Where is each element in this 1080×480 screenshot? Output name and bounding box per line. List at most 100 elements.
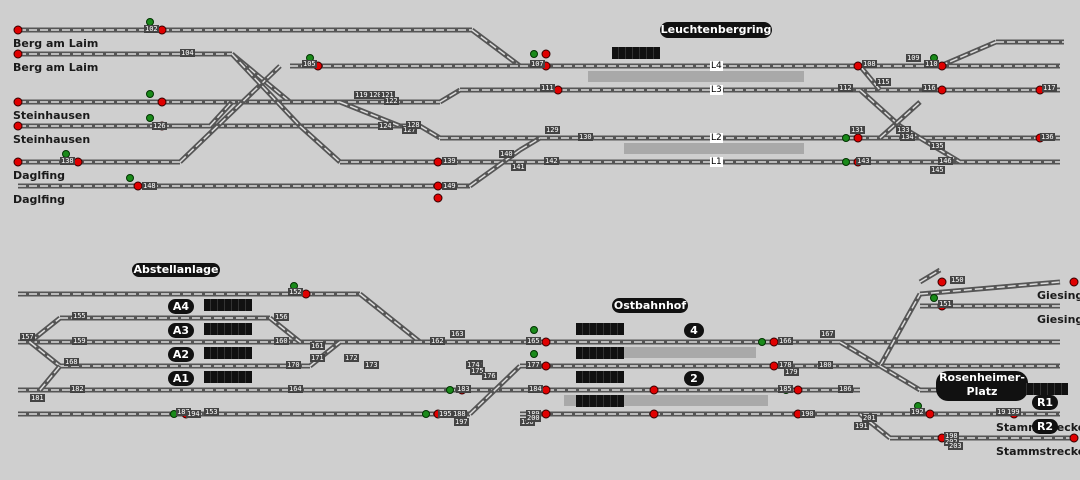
signal-number: 181 bbox=[30, 394, 45, 402]
signal-icon[interactable] bbox=[541, 49, 551, 59]
track-label-l4: L4 bbox=[710, 61, 723, 71]
track-segment-dash bbox=[29, 317, 61, 343]
track-label-ost-4: 4 bbox=[684, 323, 704, 338]
block-counter bbox=[576, 371, 624, 383]
block-counter bbox=[204, 299, 252, 311]
signal-number: 155 bbox=[72, 312, 87, 320]
track-segment-dash bbox=[919, 269, 941, 283]
signal-number: 136 bbox=[1040, 133, 1055, 141]
signal-icon[interactable] bbox=[133, 181, 143, 191]
signal-icon[interactable] bbox=[73, 157, 83, 167]
signal-icon[interactable] bbox=[937, 61, 947, 71]
signal-number: 120 bbox=[368, 91, 383, 99]
platform-l2 bbox=[624, 143, 804, 154]
signal-number: 166 bbox=[778, 337, 793, 345]
signal-icon[interactable] bbox=[146, 90, 154, 98]
signal-icon[interactable] bbox=[930, 294, 938, 302]
signal-number: 185 bbox=[778, 385, 793, 393]
signal-number: 179 bbox=[784, 368, 799, 376]
signal-number: 145 bbox=[930, 166, 945, 174]
signal-icon[interactable] bbox=[925, 409, 935, 419]
signal-icon[interactable] bbox=[842, 134, 850, 142]
signal-icon[interactable] bbox=[433, 193, 443, 203]
signal-icon[interactable] bbox=[446, 386, 454, 394]
station-label-abstellanlage: Abstellanlage bbox=[132, 263, 220, 277]
signal-icon[interactable] bbox=[769, 361, 779, 371]
track-segment-dash bbox=[879, 365, 921, 391]
signal-icon[interactable] bbox=[541, 361, 551, 371]
right-label-giesing-1: Giesing bbox=[1037, 289, 1080, 302]
signal-icon[interactable] bbox=[13, 25, 23, 35]
signal-number: 124 bbox=[378, 122, 393, 130]
signal-icon[interactable] bbox=[530, 50, 538, 58]
station-label-leuchtenbergring: Leuchtenbergring bbox=[660, 22, 772, 38]
signal-number: 165 bbox=[526, 337, 541, 345]
track-segment-dash bbox=[471, 29, 521, 67]
signal-number: 112 bbox=[838, 84, 853, 92]
signal-number: 143 bbox=[856, 157, 871, 165]
signal-number: 184 bbox=[528, 385, 543, 393]
signal-number: 142 bbox=[544, 157, 559, 165]
signal-icon[interactable] bbox=[433, 181, 443, 191]
track-label-a4: A4 bbox=[168, 299, 194, 314]
signal-icon[interactable] bbox=[146, 114, 154, 122]
signal-icon[interactable] bbox=[126, 174, 134, 182]
signal-number: 151 bbox=[938, 300, 953, 308]
track-segment-dash bbox=[859, 89, 901, 127]
signal-icon[interactable] bbox=[842, 158, 850, 166]
signal-icon[interactable] bbox=[769, 337, 779, 347]
signal-icon[interactable] bbox=[649, 385, 659, 395]
signal-icon[interactable] bbox=[541, 337, 551, 347]
signal-icon[interactable] bbox=[157, 25, 167, 35]
signal-icon[interactable] bbox=[649, 409, 659, 419]
signal-number: 194 bbox=[186, 410, 201, 418]
signal-icon[interactable] bbox=[13, 121, 23, 131]
signal-number: 196 bbox=[520, 418, 535, 426]
signal-icon[interactable] bbox=[1069, 433, 1079, 443]
signal-number: 167 bbox=[820, 330, 835, 338]
signal-number: 135 bbox=[930, 142, 945, 150]
signal-icon[interactable] bbox=[433, 157, 443, 167]
signal-icon[interactable] bbox=[530, 326, 538, 334]
signal-icon[interactable] bbox=[422, 410, 430, 418]
track-segment-dash bbox=[419, 125, 441, 139]
block-counter bbox=[576, 395, 624, 407]
track-segment-dash bbox=[359, 293, 421, 343]
signal-icon[interactable] bbox=[13, 97, 23, 107]
signal-number: 163 bbox=[450, 330, 465, 338]
track-segment-dash bbox=[231, 53, 301, 127]
track-segment-dash bbox=[879, 293, 921, 367]
track-segment-dash bbox=[209, 101, 233, 127]
left-label-steinhausen-1: Steinhausen bbox=[13, 109, 91, 122]
signal-icon[interactable] bbox=[530, 350, 538, 358]
signal-icon[interactable] bbox=[157, 97, 167, 107]
signal-number: 126 bbox=[152, 122, 167, 130]
signal-icon[interactable] bbox=[553, 85, 563, 95]
signal-icon[interactable] bbox=[1069, 277, 1079, 287]
signal-icon[interactable] bbox=[793, 385, 803, 395]
track-segment-dash bbox=[859, 65, 881, 91]
signal-icon[interactable] bbox=[853, 61, 863, 71]
signal-icon[interactable] bbox=[13, 157, 23, 167]
signal-icon[interactable] bbox=[937, 277, 947, 287]
signal-number: 133 bbox=[896, 126, 911, 134]
block-counter bbox=[1020, 383, 1068, 395]
signal-icon[interactable] bbox=[541, 409, 551, 419]
signal-number: 149 bbox=[442, 182, 457, 190]
signal-icon[interactable] bbox=[853, 133, 863, 143]
track-label-l3: L3 bbox=[710, 85, 723, 95]
signal-icon[interactable] bbox=[937, 85, 947, 95]
signal-number: 159 bbox=[72, 337, 87, 345]
left-label-daglfing-2: Daglfing bbox=[13, 193, 66, 206]
signal-number: 157 bbox=[20, 333, 35, 341]
signal-icon[interactable] bbox=[301, 289, 311, 299]
signal-icon[interactable] bbox=[758, 338, 766, 346]
signal-icon[interactable] bbox=[13, 49, 23, 59]
signal-number: 127 bbox=[402, 126, 417, 134]
signal-number: 130 bbox=[578, 133, 593, 141]
signal-icon[interactable] bbox=[541, 385, 551, 395]
track-segment-dash bbox=[29, 341, 61, 367]
left-label-berg-am-laim-1: Berg am Laim bbox=[13, 37, 99, 50]
left-label-daglfing-1: Daglfing bbox=[13, 169, 66, 182]
track-segment-dash bbox=[519, 137, 541, 151]
